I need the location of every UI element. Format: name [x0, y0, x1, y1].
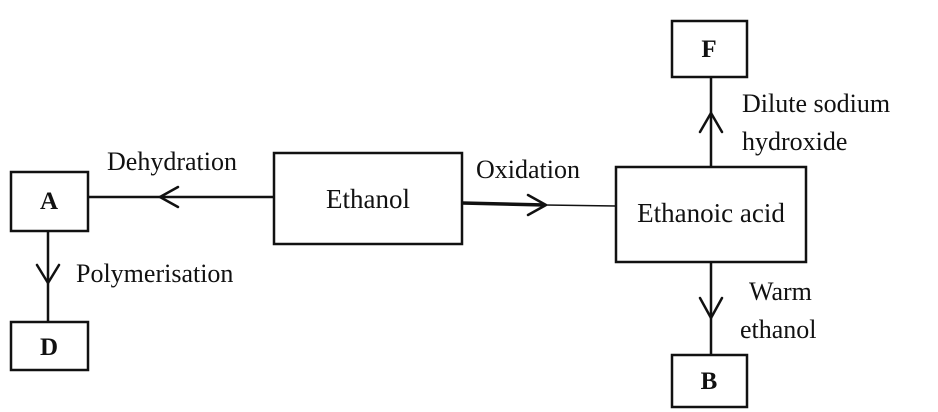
node-a-label: A — [40, 188, 58, 215]
warm-ethanol-label: Warm ethanol — [740, 277, 818, 344]
node-ethanoic-acid-label: Ethanoic acid — [637, 198, 785, 228]
ethanol-line: ethanol — [740, 315, 817, 344]
dehydration-arrowhead — [158, 185, 180, 209]
dehydration-label: Dehydration — [107, 147, 237, 176]
dilute-sodium-line: Dilute sodium — [742, 89, 890, 118]
node-f-box — [670, 19, 749, 79]
warm-line: Warm — [749, 277, 812, 306]
node-ethanol-label: Ethanol — [326, 184, 410, 214]
node-ethanol-box — [272, 151, 464, 246]
polymerisation-arrowhead — [35, 263, 61, 285]
node-d-box — [9, 320, 90, 372]
node-ethanoic-acid-box — [614, 165, 808, 264]
hydroxide-line: hydroxide — [742, 127, 847, 156]
node-d-label: D — [40, 334, 58, 361]
dilute-sodium-hydroxide-label: Dilute sodium hydroxide — [742, 89, 897, 156]
oxidation-label: Oxidation — [476, 155, 580, 184]
node-b-box — [670, 353, 749, 409]
warm-ethanol-arrowhead — [698, 296, 724, 320]
node-a-box — [9, 170, 90, 233]
sodium-hydroxide-arrowhead — [698, 111, 724, 134]
node-b-label: B — [701, 368, 718, 395]
polymerisation-label: Polymerisation — [76, 259, 233, 288]
ethanol-to-oxidation-line — [461, 201, 546, 207]
oxidation-arrowhead — [526, 193, 548, 217]
node-f-label: F — [701, 36, 716, 63]
oxidation-to-ethanoic-acid-line — [544, 204, 617, 207]
